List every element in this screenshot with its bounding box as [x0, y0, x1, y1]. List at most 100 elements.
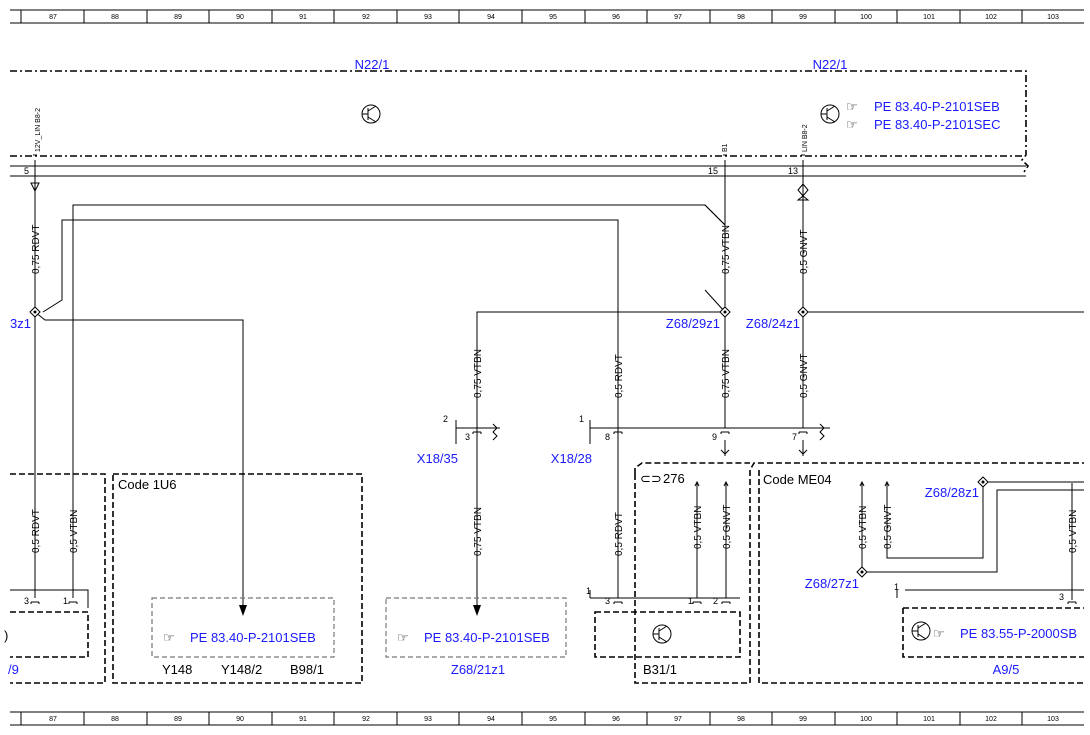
component-label: B98/1: [290, 662, 324, 677]
wire-label: 0,5 VTBN: [693, 506, 704, 549]
splice-z68-27z1[interactable]: [856, 566, 868, 578]
pin-number: 9: [712, 432, 717, 442]
ruler-label: 95: [549, 716, 557, 723]
wire-label: 0,5 GNVT: [799, 230, 810, 274]
ruler-label: 94: [487, 14, 495, 21]
ruler-label: 99: [799, 14, 807, 21]
transistor-icon: [911, 621, 931, 641]
connector-x18-35[interactable]: 2 3 X18/35: [417, 414, 500, 466]
pin-function-label: LIN B8-2: [802, 124, 809, 152]
ruler-label: 88: [111, 716, 119, 723]
bottom-ruler: 87 88 89 90 91 92 93 94 95 96 97 98 99 1…: [10, 711, 1084, 726]
connector-label[interactable]: X18/35: [417, 451, 458, 466]
ruler-label: 102: [985, 14, 997, 21]
pin-function-label: B1: [722, 143, 729, 152]
component-label[interactable]: A9/5: [993, 662, 1020, 677]
hand-pointer-icon: ☞: [846, 117, 858, 132]
sensor-icon: ⊂⊃: [640, 471, 662, 486]
ruler-label: 89: [174, 716, 182, 723]
ruler-label: 103: [1047, 716, 1059, 723]
transistor-icon: [652, 624, 672, 644]
connector-number: 2: [443, 414, 448, 424]
ruler-label: 89: [174, 14, 182, 21]
ruler-label: 92: [362, 14, 370, 21]
pin-number: 2: [713, 596, 718, 606]
hand-pointer-icon: ☞: [846, 99, 858, 114]
ruler-label: 96: [612, 716, 620, 723]
wire-label: 0,5 GNVT: [799, 354, 810, 398]
pin-number: 3: [465, 432, 470, 442]
reference-link[interactable]: PE 83.40-P-2101SEB: [190, 630, 316, 645]
hand-pointer-icon: ☞: [933, 626, 945, 641]
ruler-label: 99: [799, 716, 807, 723]
partial-symbol: ): [4, 628, 8, 643]
component-label[interactable]: Z68/21z1: [451, 662, 505, 677]
connector-number: 1: [894, 582, 899, 592]
ruler-label: 87: [49, 14, 57, 21]
splice-z68-28z1[interactable]: [977, 476, 989, 488]
component-label: Y148/2: [221, 662, 262, 677]
connector-x18-28[interactable]: 1 8 9 7 X18/28: [551, 414, 830, 466]
ruler-label: 97: [674, 716, 682, 723]
left-component-box[interactable]: 3 1 ) /9: [4, 473, 106, 684]
connector-label[interactable]: X18/28: [551, 451, 592, 466]
ruler-label: 98: [737, 716, 745, 723]
splice-z68-24z1[interactable]: [797, 306, 809, 318]
wire-label: 0,75 RDVT: [31, 225, 42, 274]
ruler-label: 100: [860, 14, 872, 21]
ruler-label: 103: [1047, 14, 1059, 21]
hand-pointer-icon: ☞: [397, 630, 409, 645]
code-276-group[interactable]: ⊂⊃ 276 1 3 1 2 B31/1: [586, 462, 1084, 684]
n22-1-label[interactable]: N22/1: [813, 57, 848, 72]
ruler-label: 101: [923, 14, 935, 21]
transistor-icon: [361, 104, 381, 124]
splice-label[interactable]: 3z1: [10, 316, 31, 331]
z68-21z1-group[interactable]: ☞ PE 83.40-P-2101SEB Z68/21z1: [385, 597, 567, 677]
pin-number: 15: [708, 166, 718, 176]
code-label: Code 1U6: [118, 477, 177, 492]
splice-z68-29z1[interactable]: [719, 306, 731, 318]
ruler-label: 90: [236, 716, 244, 723]
component-label: B31/1: [643, 662, 677, 677]
n22-1-module[interactable]: N22/1 N22/1 ☞ PE 83.40-P-2101SEB ☞ PE 83…: [10, 57, 1030, 177]
ruler-label: 102: [985, 716, 997, 723]
ruler-label: 91: [299, 14, 307, 21]
top-ruler: 87 88 89 90 91 92 93 94 95 96 97 98 99 1…: [10, 9, 1084, 24]
ruler-label: 93: [424, 14, 432, 21]
reference-link[interactable]: PE 83.40-P-2101SEC: [874, 117, 1000, 132]
code-label: 276: [663, 471, 685, 486]
ruler-label: 96: [612, 14, 620, 21]
splice-label[interactable]: Z68/24z1: [746, 316, 800, 331]
reference-link[interactable]: PE 83.40-P-2101SEB: [874, 99, 1000, 114]
component-label[interactable]: /9: [8, 662, 19, 677]
code-me04-group[interactable]: Code ME04 1 3 ☞ PE 83.55-P-2000SB A9/5: [758, 470, 1084, 684]
pin-number: 7: [792, 432, 797, 442]
code-1u6-group[interactable]: Code 1U6 ☞ PE 83.40-P-2101SEB Y148 Y148/…: [112, 473, 363, 684]
splice-label[interactable]: Z68/27z1: [805, 576, 859, 591]
wires: [10, 154, 1084, 616]
ruler-label: 92: [362, 716, 370, 723]
wire-label: 0,5 GNVT: [722, 505, 733, 549]
pin-number: 3: [1059, 592, 1064, 602]
wire-label: 0,75 VTBN: [721, 225, 732, 274]
reference-link[interactable]: PE 83.40-P-2101SEB: [424, 630, 550, 645]
wire-label: 0,5 RDVT: [31, 509, 42, 553]
code-label: Code ME04: [763, 472, 832, 487]
pin-function-label: 12V_LIN B8-2: [35, 108, 42, 152]
wire-label: 0,5 VTBN: [1068, 510, 1079, 553]
pin-number: 8: [605, 432, 610, 442]
reference-link[interactable]: PE 83.55-P-2000SB: [960, 626, 1077, 641]
splice-label[interactable]: Z68/28z1: [925, 485, 979, 500]
n22-1-label[interactable]: N22/1: [355, 57, 390, 72]
pin-number: 1: [688, 596, 693, 606]
wire-labels: 0,75 RDVT 0,75 VTBN 0,5 GNVT 0,75 VTBN 0…: [31, 225, 1079, 556]
ruler-label: 87: [49, 716, 57, 723]
wire-label: 0,75 VTBN: [721, 349, 732, 398]
splice-left[interactable]: [29, 306, 41, 318]
ruler-label: 88: [111, 14, 119, 21]
pin-number: 1: [63, 596, 68, 606]
pin-number: 13: [788, 166, 798, 176]
wire-label: 0,75 VTBN: [473, 507, 484, 556]
splice-label[interactable]: Z68/29z1: [666, 316, 720, 331]
ruler-label: 94: [487, 716, 495, 723]
